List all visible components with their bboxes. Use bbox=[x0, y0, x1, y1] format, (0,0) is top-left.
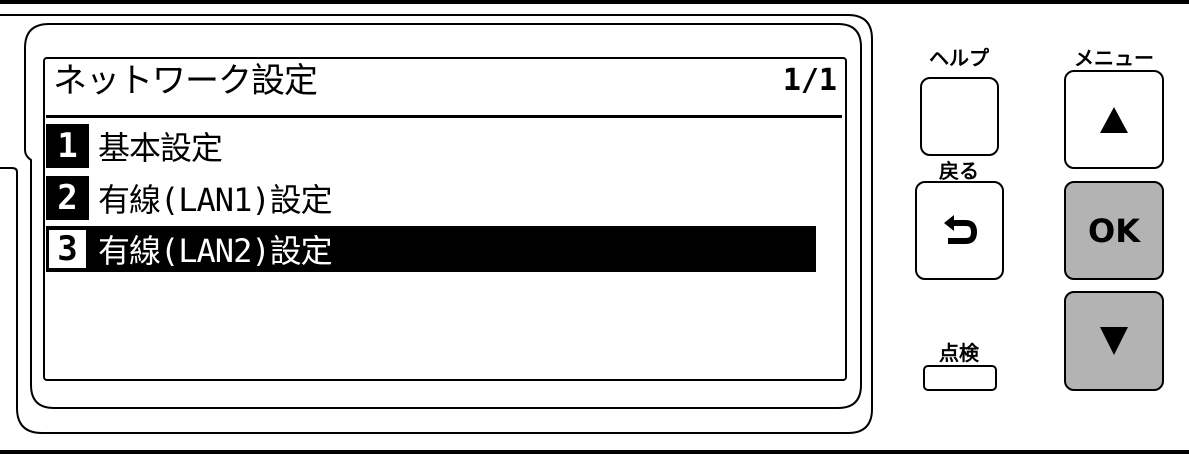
up-button[interactable] bbox=[1064, 70, 1164, 169]
item-label: 基本設定 bbox=[98, 129, 223, 167]
back-button[interactable] bbox=[915, 181, 1004, 280]
page-indicator: 1/1 bbox=[782, 63, 837, 98]
item-number: 1 bbox=[46, 124, 89, 168]
lcd-screen: ネットワーク設定 1/1 1 基本設定 2 有線(LAN1)設定 3 有線(LA… bbox=[43, 57, 847, 381]
return-arrow-icon bbox=[943, 214, 977, 244]
ok-button[interactable]: OK bbox=[1064, 181, 1164, 280]
menu-item-wired-lan2[interactable]: 3 有線(LAN2)設定 bbox=[46, 226, 816, 272]
down-triangle-icon bbox=[1100, 327, 1128, 355]
help-label: ヘルプ bbox=[929, 46, 989, 70]
help-button[interactable] bbox=[920, 77, 999, 156]
title-divider bbox=[46, 115, 842, 118]
screen-title: ネットワーク設定 bbox=[53, 61, 318, 101]
check-button[interactable] bbox=[923, 365, 997, 391]
back-label: 戻る bbox=[939, 159, 979, 183]
menu-item-wired-lan1[interactable]: 2 有線(LAN1)設定 bbox=[46, 175, 816, 221]
menu-item-basic-settings[interactable]: 1 基本設定 bbox=[46, 123, 816, 169]
check-label: 点検 bbox=[939, 341, 979, 365]
item-label: 有線(LAN1)設定 bbox=[98, 181, 333, 219]
item-number: 3 bbox=[49, 229, 86, 269]
ok-label: OK bbox=[1088, 211, 1140, 250]
down-button[interactable] bbox=[1064, 291, 1164, 391]
menu-label: メニュー bbox=[1074, 46, 1154, 70]
up-triangle-icon bbox=[1100, 106, 1128, 133]
item-number: 2 bbox=[46, 176, 89, 220]
item-label: 有線(LAN2)設定 bbox=[98, 232, 333, 270]
